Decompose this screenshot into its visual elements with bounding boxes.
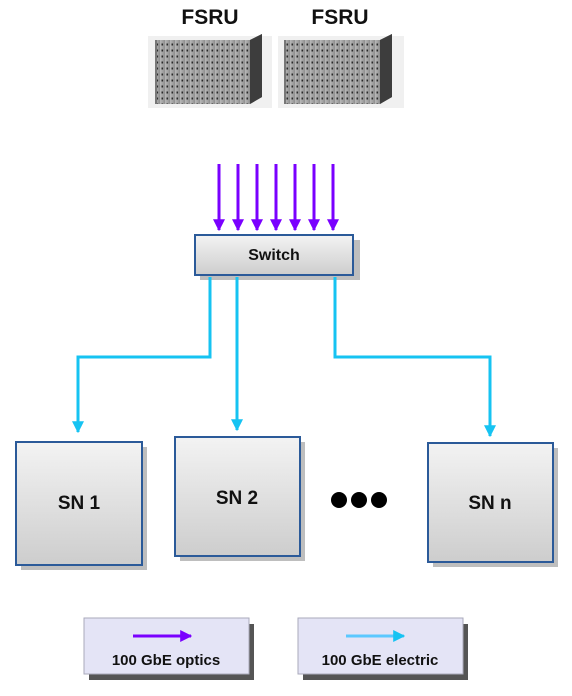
storage-node-n: SN n [427,442,558,567]
electric-link-snn [333,277,496,438]
node-label-sn1: SN 1 [58,493,101,514]
rack-server-icon [148,34,272,108]
switch-label: Switch [248,247,300,264]
fsru-label-1: FSRU [181,6,238,29]
rack-server-icon [278,34,404,108]
legend-optics: 100 GbE optics [83,617,254,680]
electric-links [72,277,496,438]
storage-node-2: SN 2 [174,436,305,561]
legend-electric: 100 GbE electric [297,617,468,680]
fsru-server-1: FSRU [148,6,272,108]
fsru-server-2: FSRU [278,6,404,108]
node-label-sn2: SN 2 [216,488,258,509]
electric-link-sn1 [72,277,212,434]
ellipsis-dots-icon [331,492,387,508]
node-label-snn: SN n [468,493,511,514]
switch-box: Switch [194,234,360,280]
optics-links [213,164,339,232]
legend-label-optics: 100 GbE optics [112,652,220,669]
fsru-label-2: FSRU [311,6,368,29]
storage-node-1: SN 1 [15,441,147,570]
legend-label-electric: 100 GbE electric [322,652,439,669]
